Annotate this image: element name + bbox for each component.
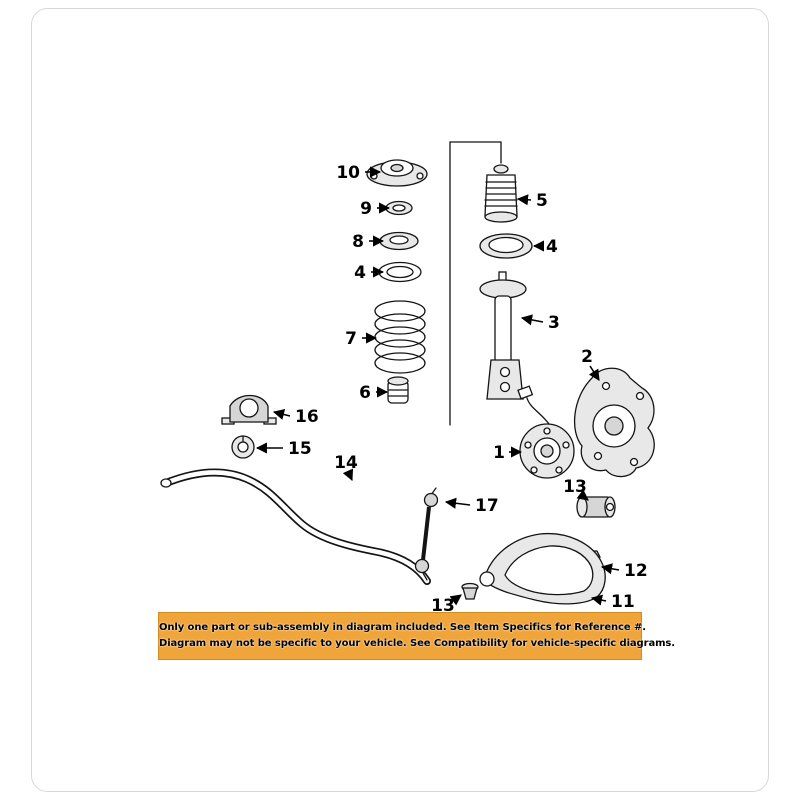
callout-mount-bearing: 9 <box>360 199 391 219</box>
callout-arrow <box>342 468 354 482</box>
mount-bearing <box>385 200 413 216</box>
callout-label: 13 <box>563 477 587 497</box>
dust-boot <box>484 164 518 223</box>
callout-arrow <box>449 594 462 606</box>
disclaimer-banner: Only one part or sub-assembly in diagram… <box>158 612 675 660</box>
spring-insulator-upper <box>378 261 422 283</box>
callout-label: 7 <box>345 329 357 349</box>
callout-insulator-upper: 4 <box>354 263 385 283</box>
callout-label: 4 <box>546 237 558 257</box>
callout-arrow <box>444 497 471 509</box>
rear-bushing <box>576 496 616 518</box>
callout-label: 14 <box>334 453 358 473</box>
steering-knuckle <box>573 367 655 478</box>
disclaimer-line-1: Only one part or sub-assembly in diagram… <box>159 622 646 633</box>
callout-label: 13 <box>431 596 455 616</box>
callout-lower-control-arm: 11 <box>590 592 635 612</box>
callout-strut-mount: 10 <box>336 163 382 183</box>
callout-label: 1 <box>493 443 505 463</box>
callout-arrow <box>520 314 544 326</box>
callout-hub-bearing: 1 <box>493 443 523 463</box>
image-border-frame <box>31 8 769 792</box>
strut-assembly <box>479 271 527 400</box>
callout-label: 16 <box>295 407 319 427</box>
spring-insulator-lower <box>479 233 533 259</box>
callout-label: 5 <box>536 191 548 211</box>
callout-bolt: 12 <box>600 561 648 581</box>
callout-label: 4 <box>354 263 366 283</box>
callout-strut-assembly: 3 <box>520 313 560 333</box>
callout-arrow <box>600 563 620 575</box>
stabilizer-link <box>414 487 439 581</box>
callout-ball-joint-nut: 13 <box>431 594 462 616</box>
callout-rear-bushing: 13 <box>563 477 589 501</box>
upper-spring-seat <box>379 231 419 251</box>
callout-label: 9 <box>360 199 372 219</box>
callout-stabilizer-link: 17 <box>444 496 499 516</box>
callout-label: 17 <box>475 496 499 516</box>
stabilizer-bar <box>160 468 431 585</box>
callout-label: 6 <box>359 383 371 403</box>
disclaimer-line-2: Diagram may not be specific to your vehi… <box>159 638 675 649</box>
callout-label: 2 <box>581 347 593 367</box>
lower-control-arm <box>479 532 606 605</box>
callout-arrow <box>272 409 291 420</box>
callout-upper-spring-seat: 8 <box>352 232 385 252</box>
assembly-bracket-line <box>449 141 502 426</box>
callout-stabilizer-bracket: 16 <box>272 407 319 427</box>
strut-mount <box>366 159 428 187</box>
callout-arrow <box>576 489 589 501</box>
callout-insulator-lower: 4 <box>532 237 558 257</box>
stabilizer-bracket <box>221 394 277 425</box>
callout-steering-knuckle: 2 <box>581 347 600 381</box>
callout-stabilizer-bushing: 15 <box>255 439 312 459</box>
callout-label: 10 <box>336 163 360 183</box>
callout-coil-spring: 7 <box>345 329 378 349</box>
callout-label: 11 <box>611 592 635 612</box>
callout-stabilizer-bar: 14 <box>334 453 358 482</box>
callout-arrow <box>516 194 532 206</box>
callout-label: 12 <box>624 561 648 581</box>
hub-bearing <box>517 385 575 479</box>
callout-arrow <box>590 594 607 606</box>
ball-joint-nut <box>461 582 479 600</box>
jounce-bumper <box>387 376 409 404</box>
callout-label: 3 <box>548 313 560 333</box>
coil-spring <box>374 300 426 374</box>
stabilizer-bushing <box>231 435 255 459</box>
callout-dust-boot: 5 <box>516 191 548 211</box>
callout-arrow <box>588 365 600 381</box>
callout-label: 15 <box>288 439 312 459</box>
callout-label: 8 <box>352 232 364 252</box>
callout-jounce-bumper: 6 <box>359 383 389 403</box>
